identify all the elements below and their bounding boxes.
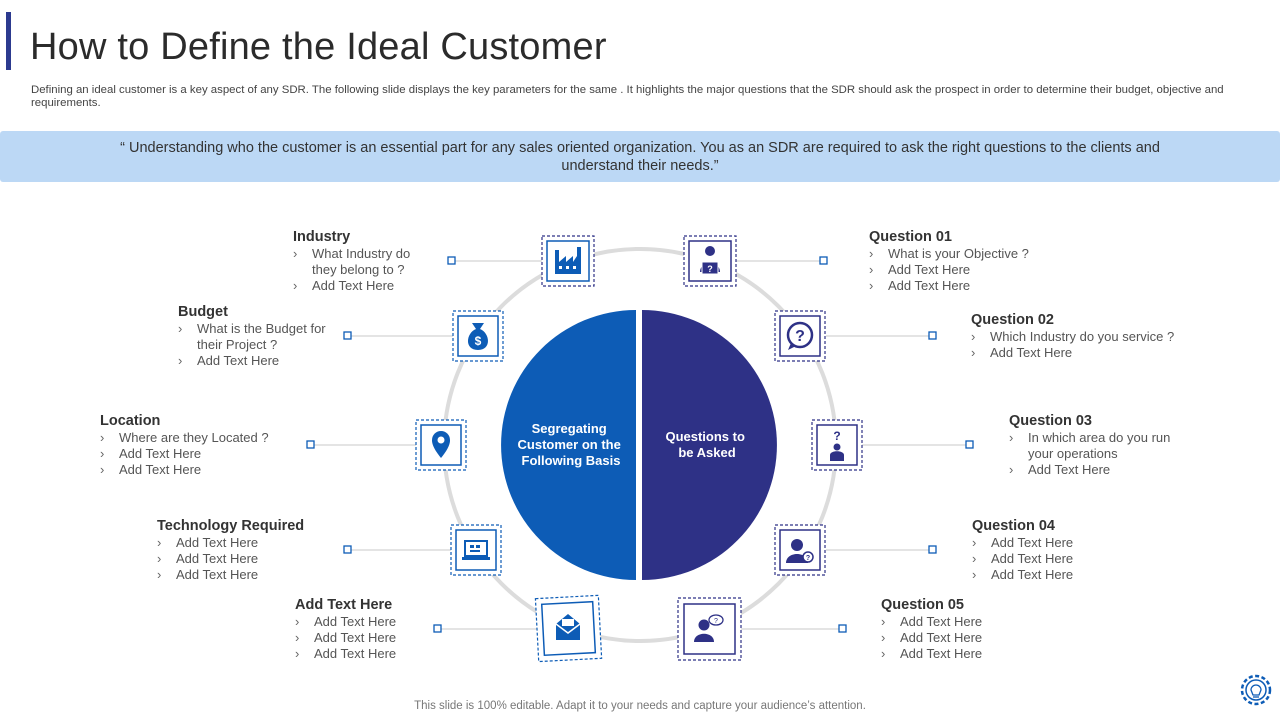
center-right-label: Questions to be Asked: [665, 429, 748, 460]
page-title: How to Define the Ideal Customer: [30, 26, 607, 68]
label-heading: Add Text Here: [295, 597, 393, 613]
question-bubble-icon: ?: [774, 310, 826, 362]
quote-banner: “ Understanding who the customer is an e…: [0, 131, 1280, 182]
label-question-04: Question 04 Add Text Here Add Text Here …: [972, 517, 1132, 583]
label-point: Add Text Here: [100, 446, 300, 462]
envelope-icon: [534, 594, 603, 663]
label-point: Add Text Here: [881, 614, 1041, 630]
label-point: Add Text Here: [972, 551, 1132, 567]
footer-note: This slide is 100% editable. Adapt it to…: [414, 700, 866, 712]
label-point: Add Text Here: [100, 462, 300, 478]
label-point: What Industry do they belong to ?: [293, 246, 433, 278]
money-bag-icon: $: [452, 310, 504, 362]
label-point: Add Text Here: [1009, 462, 1194, 478]
label-other: Add Text Here Add Text Here Add Text Her…: [295, 596, 435, 662]
label-question-02: Question 02 Which Industry do you servic…: [971, 311, 1211, 361]
center-left-label: Segregating Customer on the Following Ba…: [518, 421, 625, 468]
label-point: Add Text Here: [295, 614, 435, 630]
label-point: Add Text Here: [869, 262, 1059, 278]
laptop-icon: [450, 524, 502, 576]
label-heading: Technology Required: [157, 518, 305, 534]
label-point: Where are they Located ?: [100, 430, 300, 446]
svg-text:?: ?: [795, 328, 805, 345]
label-point: Add Text Here: [295, 646, 435, 662]
factory-icon: [541, 235, 595, 287]
label-heading: Location: [100, 413, 161, 429]
label-point: Add Text Here: [157, 567, 337, 583]
svg-text:?: ?: [833, 429, 840, 443]
svg-text:$: $: [475, 334, 482, 348]
label-budget: Budget What is the Budget for their Proj…: [178, 303, 328, 369]
label-point: Add Text Here: [178, 353, 328, 369]
label-point: What is your Objective ?: [869, 246, 1059, 262]
label-heading: Question 04: [972, 518, 1055, 534]
label-point: In which area do you run your operations: [1009, 430, 1194, 462]
quote-text: “ Understanding who the customer is an e…: [120, 139, 1160, 174]
label-point: Add Text Here: [295, 630, 435, 646]
person-help-icon: ?: [774, 524, 826, 576]
label-heading: Question 05: [881, 597, 964, 613]
connector-lines: [311, 260, 969, 630]
label-point: Add Text Here: [869, 278, 1059, 294]
label-heading: Industry: [293, 229, 351, 245]
center-right-half: [642, 310, 777, 580]
label-point: Add Text Here: [881, 630, 1041, 646]
label-question-05: Question 05 Add Text Here Add Text Here …: [881, 596, 1041, 662]
label-industry: Industry What Industry do they belong to…: [293, 228, 433, 294]
label-point: Add Text Here: [972, 567, 1132, 583]
label-heading: Budget: [178, 304, 228, 320]
label-point: Which Industry do you service ?: [971, 329, 1211, 345]
person-chat-icon: ?: [677, 597, 742, 661]
svg-text:?: ?: [714, 618, 718, 625]
svg-text:?: ?: [707, 264, 713, 274]
lightbulb-gear-icon: [1240, 674, 1272, 706]
location-pin-icon: [415, 419, 467, 471]
label-point: Add Text Here: [157, 551, 337, 567]
label-point: Add Text Here: [972, 535, 1132, 551]
label-heading: Question 02: [971, 312, 1054, 328]
svg-text:?: ?: [806, 555, 810, 562]
center-left-half: [501, 310, 636, 580]
label-technology: Technology Required Add Text Here Add Te…: [157, 517, 337, 583]
label-point: Add Text Here: [157, 535, 337, 551]
label-location: Location Where are they Located ? Add Te…: [100, 412, 300, 478]
page-description: Defining an ideal customer is a key aspe…: [31, 84, 1224, 109]
title-accent-bar: [6, 12, 11, 70]
label-point: Add Text Here: [293, 278, 433, 294]
label-point: Add Text Here: [971, 345, 1211, 361]
label-question-03: Question 03 In which area do you run you…: [1009, 412, 1194, 478]
label-point: Add Text Here: [881, 646, 1041, 662]
label-heading: Question 03: [1009, 413, 1092, 429]
label-point: What is the Budget for their Project ?: [178, 321, 328, 353]
person-computer-icon: ?: [683, 235, 737, 287]
label-question-01: Question 01 What is your Objective ? Add…: [869, 228, 1059, 294]
connector-ends: [306, 256, 974, 633]
label-heading: Question 01: [869, 229, 952, 245]
person-question-icon: ?: [811, 419, 863, 471]
